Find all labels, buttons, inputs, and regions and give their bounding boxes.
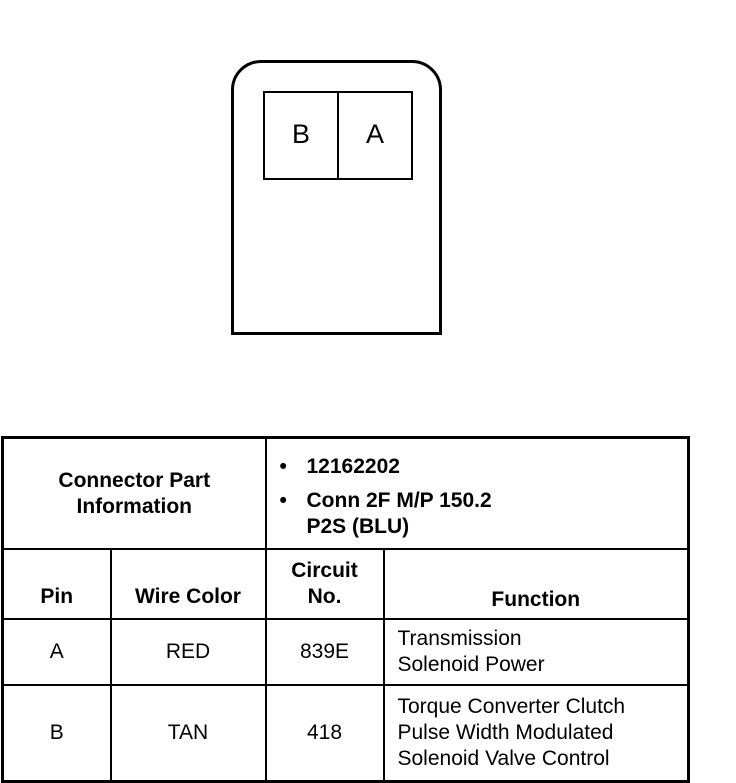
connector-description-line1: Conn 2F M/P 150.2	[306, 489, 492, 512]
circuit-cell: 418	[264, 684, 385, 783]
header-row: Pin Wire Color Circuit No. Function	[1, 548, 691, 620]
wire-color-cell: RED	[109, 618, 267, 686]
function-line: Solenoid Power	[397, 653, 545, 676]
connector-description-item: • Conn 2F M/P 150.2 P2S (BLU)	[280, 488, 688, 540]
header-circuit-no: Circuit No.	[264, 548, 385, 620]
bullet-icon: •	[279, 489, 287, 512]
table-row: A RED 839E Transmission Solenoid Power	[1, 618, 691, 686]
header-circuit-line1: Circuit	[291, 559, 358, 582]
connector-pinout-table: Connector Part Information • 12162202 • …	[1, 436, 691, 783]
cavity-b: B	[291, 119, 310, 149]
pin-cell: A	[1, 618, 112, 686]
header-wire-color: Wire Color	[109, 548, 267, 620]
header-function: Function	[382, 548, 691, 620]
part-info-label-line2: Information	[76, 494, 193, 518]
part-info-label: Connector Part Information	[1, 436, 267, 550]
function-line: Torque Converter Clutch	[397, 694, 626, 718]
header-pin: Pin	[1, 548, 112, 620]
connector-description-line2: P2S (BLU)	[306, 515, 410, 538]
part-number: 12162202	[306, 455, 400, 478]
circuit-cell: 839E	[264, 618, 385, 686]
cavity-a: A	[337, 93, 411, 178]
wire-color-cell: TAN	[109, 684, 267, 783]
function-cell: Torque Converter Clutch Pulse Width Modu…	[382, 684, 691, 783]
connector-face-outline	[231, 60, 442, 335]
function-line: Solenoid Valve Control	[397, 746, 610, 770]
table-row: B TAN 418 Torque Converter Clutch Pulse …	[1, 684, 691, 783]
function-line: Pulse Width Modulated	[397, 720, 614, 744]
function-line: Transmission	[397, 627, 522, 650]
pin-cell: B	[1, 684, 112, 783]
bullet-icon: •	[279, 455, 287, 478]
part-number-item: • 12162202	[280, 454, 688, 480]
part-info-label-line1: Connector Part	[58, 468, 211, 492]
header-circuit-line2: No.	[307, 585, 342, 608]
connector-cavity-block: B A	[263, 91, 413, 180]
function-cell: Transmission Solenoid Power	[382, 618, 691, 686]
part-info-row: Connector Part Information • 12162202 • …	[1, 436, 691, 550]
part-info-details: • 12162202 • Conn 2F M/P 150.2 P2S (BLU)	[264, 436, 691, 550]
